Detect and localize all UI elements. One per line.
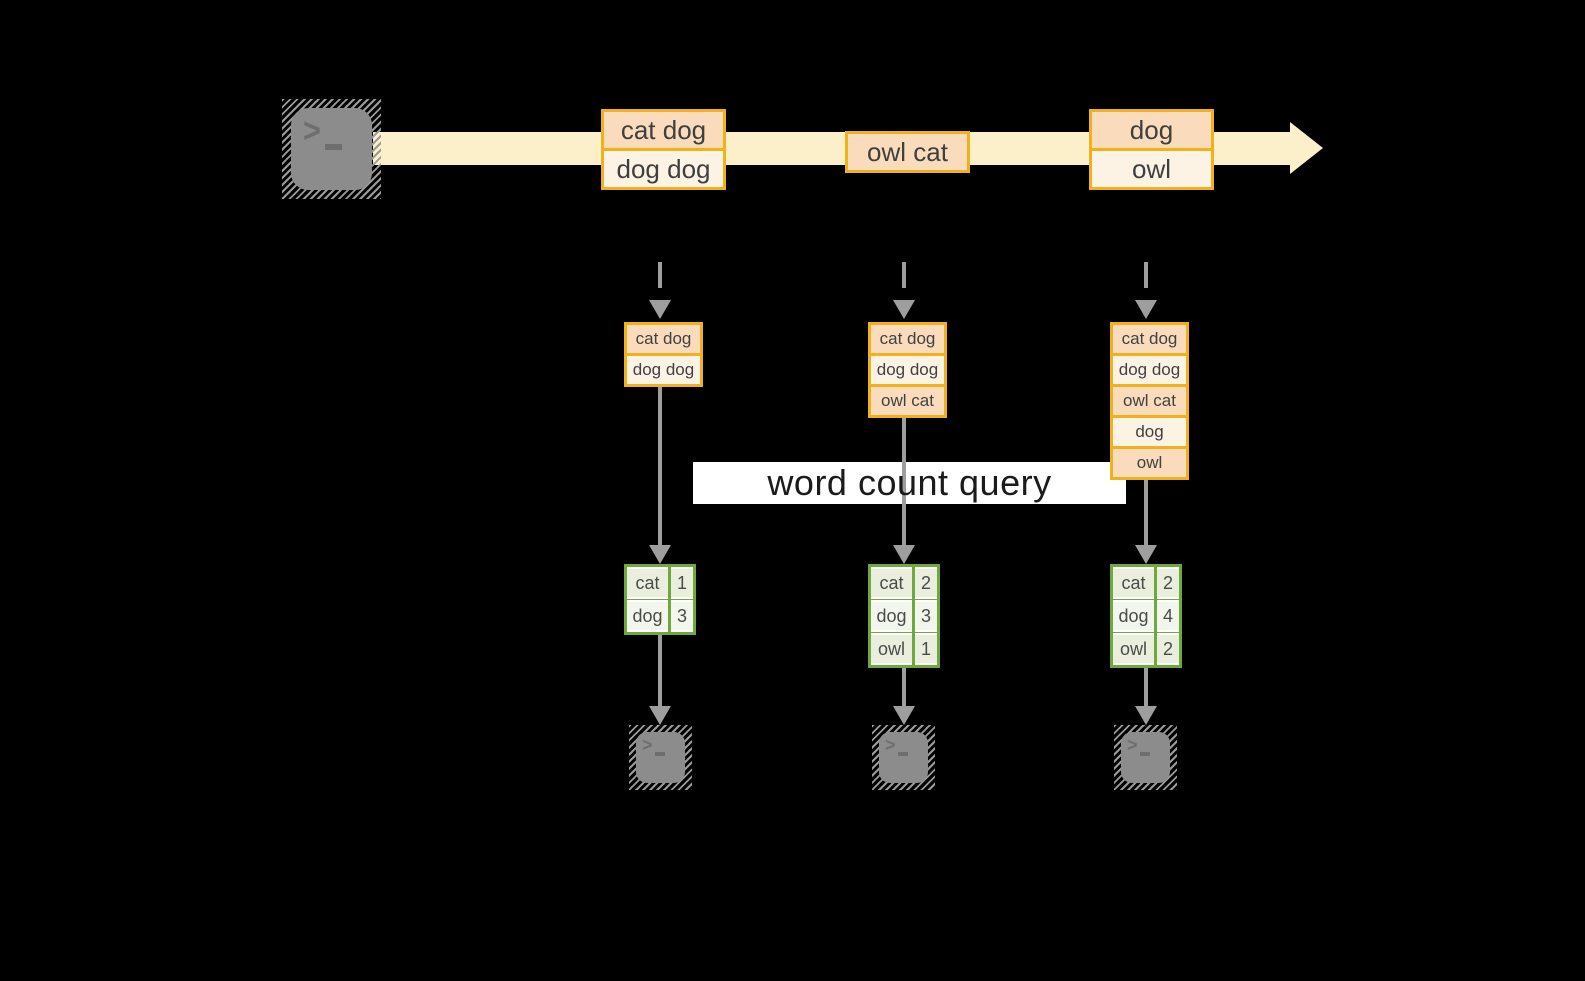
query-label: word count query: [767, 462, 1052, 503]
prompt-chevron-icon: >: [1127, 735, 1138, 755]
record-cell: owl: [1113, 449, 1186, 477]
count-cell: 4: [1157, 600, 1179, 632]
record-cell: dog: [1092, 112, 1211, 148]
ingest-arrow-dash-1: [658, 262, 662, 288]
record-cell: cat dog: [627, 325, 700, 353]
count-cell: 2: [1157, 633, 1179, 665]
prompt-underscore-icon: [655, 752, 665, 756]
query-output-arrow-2: [902, 656, 906, 706]
count-cell: 2: [1157, 567, 1179, 599]
sink-terminal-icon-1: >: [629, 725, 692, 790]
stream-batch-2: owl cat: [845, 131, 970, 173]
prompt-chevron-icon: >: [302, 112, 321, 150]
accumulated-input-2: cat dog dog dog owl cat: [868, 322, 947, 418]
terminal-screen: >: [636, 732, 685, 783]
word-cell: dog: [1113, 600, 1154, 632]
stream-arrowhead-icon: [1290, 122, 1323, 174]
ingest-arrowhead-2: [893, 300, 915, 319]
record-cell: dog: [1113, 418, 1186, 446]
prompt-chevron-icon: >: [642, 735, 653, 755]
record-cell: owl cat: [848, 134, 967, 170]
source-terminal-icon: >: [282, 99, 381, 199]
query-band: [693, 462, 1126, 504]
query-input-arrowhead-1: [649, 545, 671, 564]
query-output-arrowhead-2: [893, 706, 915, 725]
accumulated-input-1: cat dog dog dog: [624, 322, 703, 387]
query-output-arrow-3: [1144, 656, 1148, 706]
record-cell: owl cat: [871, 387, 944, 415]
word-cell: cat: [627, 567, 668, 599]
sink-terminal-icon-2: >: [872, 725, 935, 790]
word-cell: owl: [1113, 633, 1154, 665]
query-input-arrow-1: [658, 387, 662, 547]
query-output-arrowhead-3: [1135, 706, 1157, 725]
word-cell: cat: [871, 567, 912, 599]
query-output-arrowhead-1: [649, 706, 671, 725]
count-cell: 2: [915, 567, 937, 599]
count-cell: 1: [915, 633, 937, 665]
query-input-arrowhead-3: [1135, 545, 1157, 564]
query-output-arrow-1: [658, 628, 662, 706]
record-cell: cat dog: [604, 112, 723, 148]
count-cell: 1: [671, 567, 693, 599]
record-cell: cat dog: [1113, 325, 1186, 353]
record-cell: cat dog: [871, 325, 944, 353]
query-input-arrow-3: [1144, 480, 1148, 547]
record-cell: dog dog: [1113, 356, 1186, 384]
word-cell: cat: [1113, 567, 1154, 599]
query-input-arrowhead-2: [893, 545, 915, 564]
ingest-arrowhead-1: [649, 300, 671, 319]
ingest-arrowhead-3: [1135, 300, 1157, 319]
record-cell: owl: [1092, 151, 1211, 187]
record-cell: dog dog: [871, 356, 944, 384]
count-cell: 3: [671, 600, 693, 632]
ingest-arrow-dash-2: [902, 262, 906, 288]
record-cell: dog dog: [604, 151, 723, 187]
ingest-arrow-dash-3: [1144, 262, 1148, 288]
prompt-underscore-icon: [1140, 752, 1150, 756]
prompt-underscore-icon: [325, 144, 342, 150]
prompt-chevron-icon: >: [885, 735, 896, 755]
word-cell: dog: [627, 600, 668, 632]
record-cell: dog dog: [627, 356, 700, 384]
sink-terminal-icon-3: >: [1114, 725, 1177, 790]
record-cell: owl cat: [1113, 387, 1186, 415]
prompt-underscore-icon: [898, 752, 908, 756]
word-cell: owl: [871, 633, 912, 665]
word-cell: dog: [871, 600, 912, 632]
terminal-screen: >: [1121, 732, 1170, 783]
accumulated-input-3: cat dog dog dog owl cat dog owl: [1110, 322, 1189, 480]
terminal-screen: >: [291, 108, 372, 190]
terminal-screen: >: [879, 732, 928, 783]
count-cell: 3: [915, 600, 937, 632]
query-input-arrow-2: [902, 418, 906, 547]
